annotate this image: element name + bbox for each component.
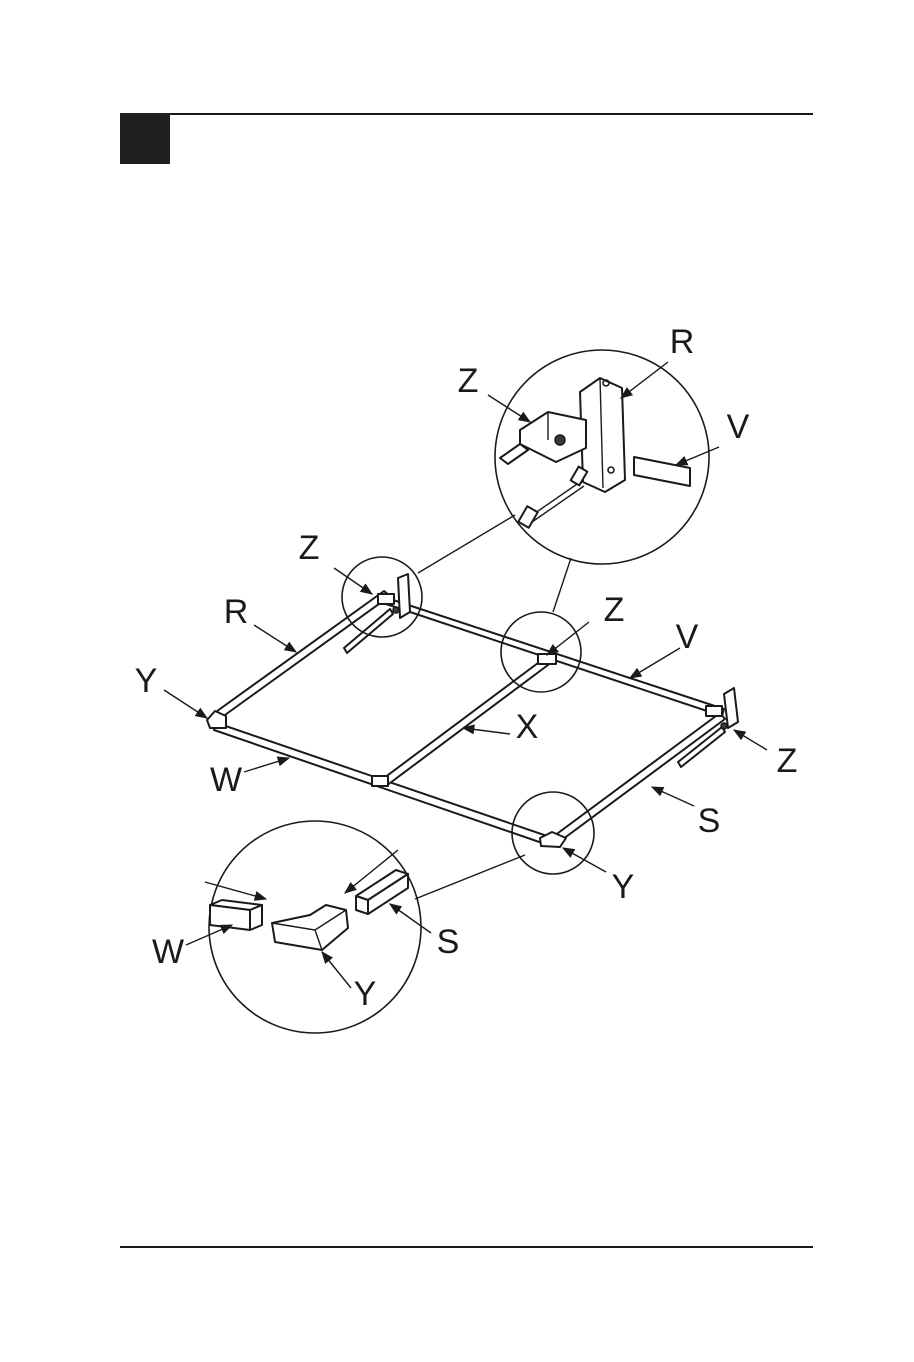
bracket-z-body <box>520 412 586 462</box>
tube-v-stub <box>634 457 690 486</box>
label-y-right: Y <box>612 868 635 906</box>
label-v: V <box>676 618 699 656</box>
label-w-detail: W <box>152 933 184 971</box>
label-r: R <box>224 593 249 631</box>
label-v-detail: V <box>727 408 750 446</box>
label-w: W <box>210 761 242 799</box>
label-z-detail: Z <box>458 362 479 400</box>
label-y-left: Y <box>135 662 158 700</box>
bracket-left <box>378 574 410 618</box>
label-z-middle: Z <box>604 591 625 629</box>
label-y-detail: Y <box>354 975 377 1013</box>
detail-top-zoom <box>495 350 709 564</box>
connector-middle-back <box>538 654 556 664</box>
tube-w-stub <box>210 900 262 930</box>
label-s-detail: S <box>437 923 460 961</box>
tube-r-end <box>500 444 528 464</box>
label-r-detail: R <box>670 323 695 361</box>
main-frame <box>207 574 738 847</box>
label-x: X <box>516 708 539 746</box>
connector-middle-front <box>372 776 388 786</box>
corner-cap-y <box>272 905 348 950</box>
label-z-right: Z <box>777 742 798 780</box>
label-z-top-left: Z <box>299 529 320 567</box>
detail-bottom-zoom <box>209 821 421 1033</box>
rod <box>518 467 587 528</box>
tube-s-stub <box>356 870 408 914</box>
label-s: S <box>698 802 721 840</box>
leader-lines <box>164 362 767 988</box>
bottom-rule <box>120 1246 813 1248</box>
